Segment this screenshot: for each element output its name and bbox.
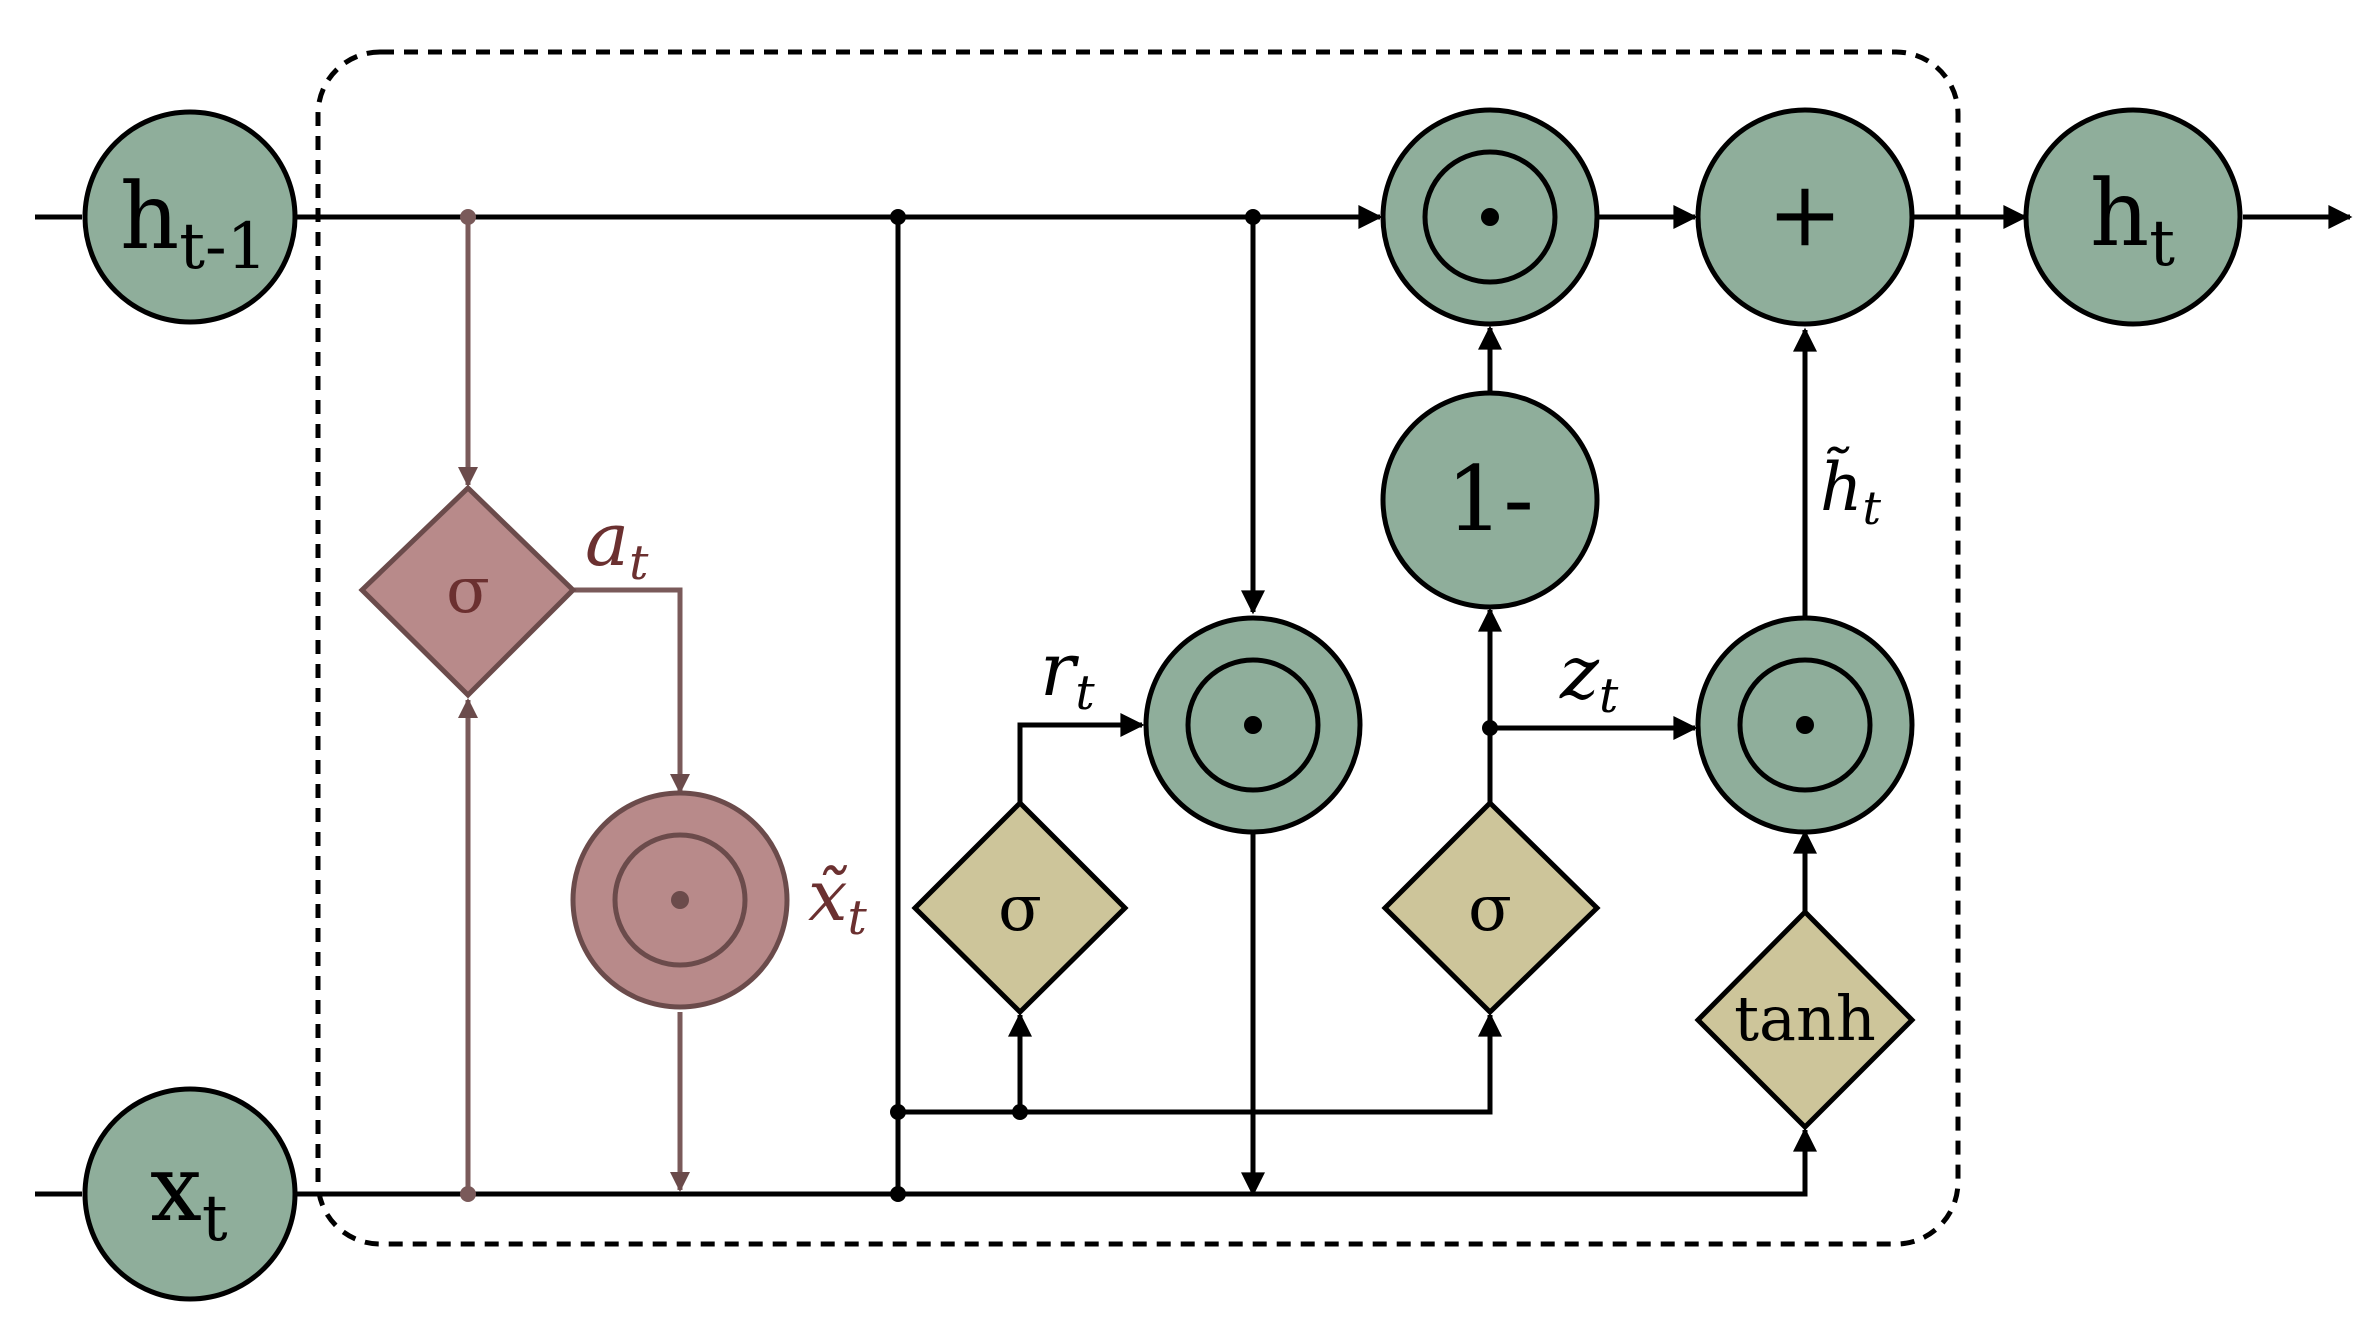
attention-sigma-gate: σ [358,484,577,699]
x-t-node: xt [82,1086,298,1302]
tanh-label: tanh [1734,982,1876,1055]
one-minus-node: 1- [1380,390,1600,610]
r-t-line [1017,713,1145,803]
h-t-base: h [2090,160,2149,267]
hadamard-product-icon [1185,657,1321,793]
svg-text:xt: xt [150,1135,228,1256]
x-t-sub: t [202,1182,228,1256]
cell-boundary [315,49,1961,1247]
attention-sigma-label: σ [446,554,490,628]
hadamard-product-icon [1737,657,1873,793]
attention-junction-dots [460,209,476,1202]
attention-multiply-node [570,790,790,1010]
gate-input-line [898,1012,1502,1115]
update-sigma-gate: σ [1381,799,1601,1016]
x-tilde-label: x̃t [808,855,867,946]
junction-dot [1245,209,1261,225]
plus-node: + [1695,107,1915,327]
junction-dot [1012,1104,1028,1120]
attention-connections [458,217,690,1194]
svg-text:ht-1: ht-1 [120,163,267,284]
reset-sigma-gate: σ [911,799,1129,1016]
plus-icon: + [1767,162,1842,267]
x-t-base: x [150,1135,202,1242]
junction-dot [890,1186,906,1202]
reset-sigma-label: σ [998,872,1042,946]
junction-dots [890,209,1498,1202]
update-multiply-node [1380,107,1600,327]
hadamard-product-icon [612,832,748,968]
r-t-label: rt [1040,627,1095,721]
hadamard-product-icon [1422,149,1558,285]
a-t-line [573,587,690,794]
junction-dot [460,209,476,225]
junction-dot [890,1104,906,1120]
h-t-node: ht [2023,107,2243,327]
h-prev-base: h [120,163,179,270]
junction-dot [460,1186,476,1202]
tanh-gate: tanh [1694,908,1916,1131]
svg-text:ht: ht [2090,160,2175,281]
h-tilde-label: h̃t [1820,448,1882,535]
junction-dot [890,209,906,225]
x-main-line [295,1127,1817,1197]
candidate-multiply-node [1695,615,1915,835]
connections [35,205,2353,1197]
one-minus-label: 1- [1446,447,1534,552]
z-t-label: zt [1559,630,1619,724]
h-t-sub: t [2149,207,2175,281]
a-t-label: at [585,497,649,591]
junction-dot [1482,720,1498,736]
update-sigma-label: σ [1468,872,1512,946]
h-prev-node: ht-1 [82,109,298,325]
reset-multiply-node [1143,615,1363,835]
h-prev-sub: t-1 [179,210,267,284]
